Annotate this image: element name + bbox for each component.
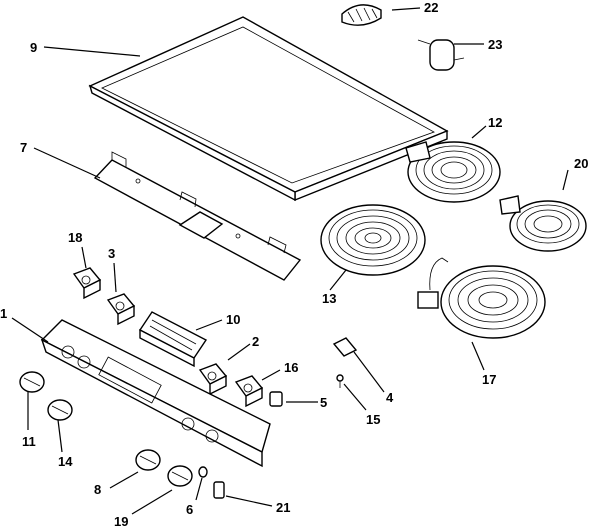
callout-21: 21: [276, 500, 290, 515]
callout-10: 10: [226, 312, 240, 327]
control-panel: [40, 319, 271, 468]
switch-16: [234, 375, 264, 408]
switch-2: [198, 363, 228, 396]
surface-element-20: [499, 195, 587, 252]
callout-16: 16: [284, 360, 298, 375]
callout-2: 2: [252, 334, 259, 349]
callout-5: 5: [320, 395, 327, 410]
callout-12: 12: [488, 115, 502, 130]
rear-bracket: [93, 151, 302, 281]
callout-9: 9: [30, 40, 37, 55]
knob-8: [135, 449, 161, 471]
callout-4: 4: [386, 390, 394, 405]
switch-3: [106, 293, 136, 326]
callout-8: 8: [94, 482, 101, 497]
cooktop-glass: [88, 16, 449, 202]
knob-11: [19, 371, 45, 393]
vent-cover: [341, 4, 382, 26]
callout-11: 11: [22, 434, 36, 449]
callout-22: 22: [424, 0, 438, 15]
callout-6: 6: [186, 502, 193, 517]
surface-element-17: [417, 257, 546, 339]
limiter-switch: [417, 39, 465, 71]
control-board: [138, 311, 208, 368]
callout-14: 14: [58, 454, 73, 469]
callout-18: 18: [68, 230, 82, 245]
callout-7: 7: [20, 140, 27, 155]
lamp-6: [198, 466, 208, 478]
callout-3: 3: [108, 246, 115, 261]
knob-19: [167, 465, 193, 487]
screw-15: [336, 374, 344, 388]
leader-lines: [11, 7, 569, 515]
callout-17: 17: [482, 372, 496, 387]
switch-18: [72, 267, 102, 300]
switch-21: [213, 481, 225, 499]
callout-15: 15: [366, 412, 380, 427]
clip-4: [332, 337, 358, 357]
callout-19: 19: [114, 514, 128, 529]
surface-element-13: [320, 204, 426, 276]
callout-1: 1: [0, 306, 7, 321]
surface-element-12: [405, 141, 501, 203]
callout-23: 23: [488, 37, 502, 52]
indicator-light-5: [269, 391, 283, 407]
knob-14: [47, 399, 73, 421]
callout-20: 20: [574, 156, 588, 171]
callout-13: 13: [322, 291, 336, 306]
